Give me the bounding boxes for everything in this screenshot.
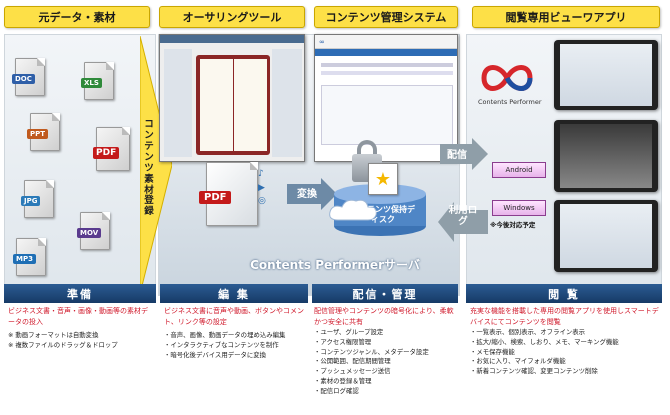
- register-label: コンテンツ素材登録: [144, 119, 154, 218]
- windows-note: ※今後対応予定: [490, 221, 536, 229]
- authoring-tool-screenshot: [159, 34, 305, 162]
- phase-deliver: 配信・管理: [312, 284, 458, 303]
- delivery-label: 配信: [447, 150, 467, 161]
- header-authoring-tool: オーサリングツール: [159, 6, 305, 28]
- register-arrow: [140, 36, 172, 294]
- doc-file-icon: DOC: [12, 58, 45, 96]
- xls-file-icon: XLS: [81, 62, 114, 100]
- phase-prepare: 準備: [4, 284, 156, 303]
- header-source-data: 元データ・素材: [4, 6, 150, 28]
- tablet-2: [554, 120, 658, 192]
- lock-shackle: [357, 140, 377, 156]
- usage-log-arrow: [438, 202, 488, 242]
- phase-edit: 編 集: [160, 284, 308, 303]
- authored-pdf-icon: PDF: [199, 162, 258, 226]
- server-label: Contents Performerサーバ: [250, 258, 420, 272]
- android-badge: Android: [492, 162, 546, 178]
- pdf-file-icon: PDF: [93, 127, 130, 171]
- cloud-icon: [329, 199, 377, 221]
- windows-badge: Windows: [492, 200, 546, 216]
- jpg-file-icon: JPG: [21, 180, 54, 218]
- deliver-description: 配信管理やコンテンツの暗号化により、柔軟かつ安全に共有 ・ユーザ、グループ設定 …: [314, 307, 454, 396]
- header-viewer-app: 閲覧専用ビューワアプリ: [472, 6, 660, 28]
- ppt-file-icon: PPT: [27, 113, 60, 151]
- mov-file-icon: MOV: [77, 212, 110, 250]
- star-document-icon: ★: [368, 163, 398, 195]
- conversion-arrow: [287, 178, 337, 210]
- delivery-arrow: [440, 138, 488, 170]
- tablet-3: [554, 200, 658, 272]
- cms-screenshot: ∞: [314, 34, 458, 162]
- media-icons: ♪▶◎: [258, 169, 266, 206]
- tablet-1: [554, 40, 658, 110]
- prepare-description: ビジネス文書・音声・画像・動画等の素材データの投入 ※ 動画フォーマットは自動変…: [8, 307, 148, 349]
- contents-performer-logo: [481, 65, 533, 91]
- usage-log-label: 利用ログ: [448, 205, 478, 227]
- storage-label: コンテンツ保持ディスク: [351, 205, 415, 224]
- edit-description: ビジネス文書に音声や動画、ボタンやコメント、リンク等の設定 ・音声、画像、動画デ…: [164, 307, 304, 359]
- phase-view: 閲 覧: [466, 284, 662, 303]
- header-cms: コンテンツ管理システム: [314, 6, 458, 28]
- mp3-file-icon: MP3: [13, 238, 46, 276]
- brand-label: Contents Performer: [478, 98, 542, 106]
- view-description: 充実な機能を搭載した専用の閲覧アプリを使用しスマートデバイスにてコンテンツを閲覧…: [470, 307, 659, 376]
- conversion-label: 変換: [297, 189, 317, 200]
